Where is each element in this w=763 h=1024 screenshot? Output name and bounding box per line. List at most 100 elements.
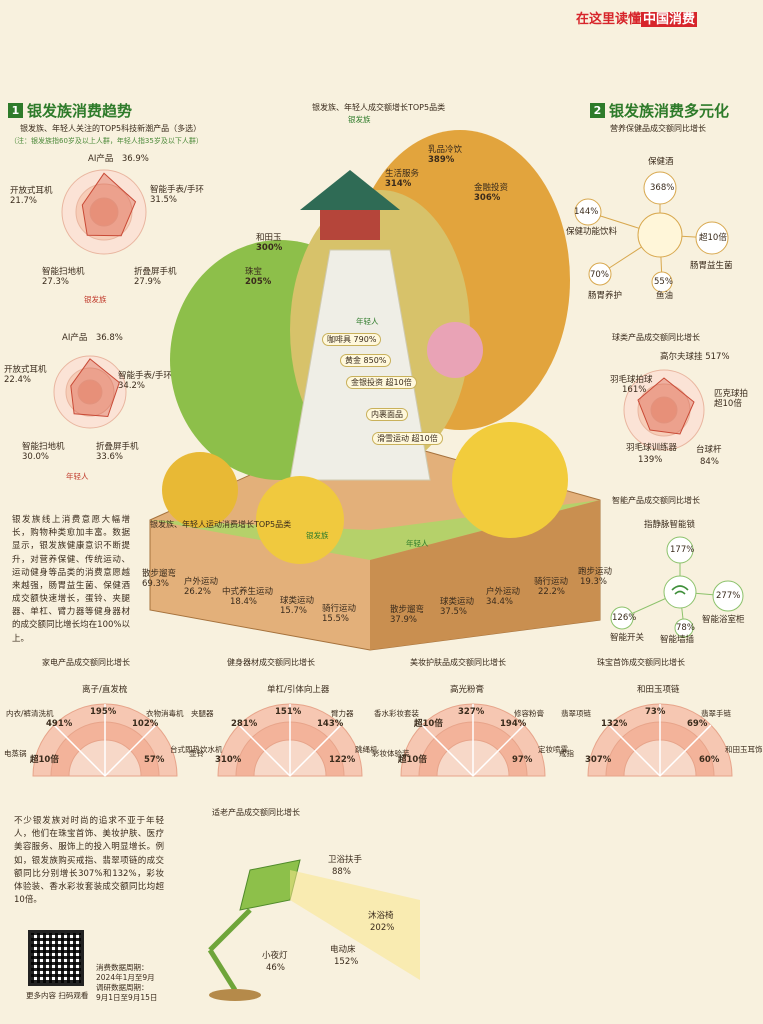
paragraph-fashion: 不少银发族对时尚的追求不亚于年轻人，他们在珠宝首饰、美妆护肤、医疗美容服务、服饰… — [14, 816, 164, 906]
semicircle-value-1-1: 151% — [275, 707, 302, 717]
youth-top5-pill-3: 内裹面品 — [366, 408, 408, 421]
radar1-label-4: 开放式耳机 21.7% — [10, 186, 53, 206]
radar1-label-3: 智能扫地机 27.3% — [42, 267, 85, 287]
chrysanthemum-mid — [256, 476, 344, 564]
sport-y-cat-1: 球类运动 — [440, 597, 475, 607]
semicircle-value-1-3: 122% — [329, 755, 356, 765]
semicircle-value-0-0: 491% — [46, 719, 73, 729]
elder-value-1: 202% — [370, 923, 395, 933]
youth-top5-cat-0: 咖啡具 — [327, 335, 351, 344]
ball-cat-0: 高尔夫球挂 — [660, 352, 703, 362]
semicircle-divider-3-1 — [608, 724, 661, 777]
brand-title: 在这里读懂中国消费 — [576, 8, 698, 27]
youth-top5-cat-3: 内裹面品 — [371, 410, 403, 419]
semicircle-divider-1-1 — [238, 724, 291, 777]
lamp-base — [209, 989, 261, 1001]
section1-note: （注：银发族指60岁及以上人群，年轻人指35岁及以下人群） — [10, 137, 203, 145]
smart-value-0: 177% — [670, 545, 695, 555]
section2-number: 2 — [590, 103, 605, 118]
silver-top5-val-2: 314% — [385, 179, 412, 189]
semicircle-center-2: 高光粉膏 — [450, 685, 485, 695]
silver-top5-cat-1: 珠宝 — [245, 267, 263, 277]
nut-label-1: 保健功能饮料 — [566, 227, 618, 237]
semicircle-value-2-3: 97% — [512, 755, 533, 765]
smart-label-1: 智能浴室柜 — [702, 615, 745, 625]
smart-node-0 — [666, 536, 694, 564]
radar2-label-1: 智能手表/手环 34.2% — [118, 371, 172, 391]
semicircle-value-1-4: 310% — [215, 755, 242, 765]
semicircle-label-1-2: 臂力器 — [331, 709, 354, 718]
semicircle-label-0-3: 台式即热饮水机 — [170, 745, 223, 754]
semicircle-label-1-0: 夹腿器 — [191, 709, 214, 718]
semicircle-label-2-3: 定妆喷雾 — [538, 745, 568, 754]
qr-code[interactable] — [28, 930, 84, 986]
smart-value-3: 78% — [676, 623, 695, 633]
silver-top5-cat-3: 乳品冷饮 — [428, 145, 463, 155]
radar1-label-2: 折叠屏手机 27.9% — [134, 267, 177, 287]
ball-ring-inner — [650, 396, 678, 424]
semicircle-value-0-1: 195% — [90, 707, 117, 717]
brand-prefix: 在这里读懂 — [576, 12, 642, 27]
youth-top5-val-1: 850% — [363, 356, 387, 365]
sport-y-cat-2: 户外运动 — [486, 587, 521, 597]
semicircle-value-3-2: 69% — [687, 719, 708, 729]
radar2-label-0: AI产品 36.8% — [62, 333, 123, 343]
period2-label: 调研数据周期： — [96, 983, 149, 992]
radar2-label-2: 折叠屏手机 33.6% — [96, 442, 139, 462]
ball-val-0: 517% — [705, 352, 730, 362]
radar-silver-polygon — [81, 172, 137, 237]
semicircle-title-0: 家电产品成交额同比增长 — [42, 658, 130, 667]
sport-y-val-2: 34.4% — [486, 597, 514, 607]
smart-node-3 — [674, 618, 694, 638]
semicircle-label-3-0: 翡翠项链 — [561, 709, 591, 718]
sport-y-val-3: 22.2% — [538, 587, 566, 597]
rock-pink — [427, 322, 483, 378]
ball-val-1: 161% — [622, 385, 647, 395]
period1-label: 消费数据周期： — [96, 963, 149, 972]
sport-y-val-1: 37.5% — [440, 607, 468, 617]
chart12-title: 适老产品成交额同比增长 — [212, 808, 300, 817]
elder-label-0: 卫浴扶手 — [328, 855, 363, 865]
chart4-legend-silver: 银发族 — [306, 531, 329, 540]
semicircle-value-2-0: 超10倍 — [414, 719, 443, 729]
semicircle-divider-2-1 — [421, 724, 474, 777]
wifi-icon — [671, 585, 689, 595]
youth-top5-pill-0: 咖啡具 790% — [322, 333, 382, 346]
radar1-legend: 银发族 — [84, 295, 107, 304]
smart-label-0: 指静脉智能锁 — [644, 520, 696, 530]
semicircle-svg-1 — [217, 703, 363, 777]
semicircle-title-3: 珠宝首饰成交额同比增长 — [597, 658, 685, 667]
smart-node-1 — [712, 580, 744, 612]
paragraph-silver-trend: 银发族线上消费意愿大幅增长，购物种类愈加丰富。数据显示，银发族健康意识不断提升，… — [12, 515, 130, 644]
sport-y-val-4: 19.3% — [580, 577, 608, 587]
chart3-legend-silver: 银发族 — [348, 115, 371, 124]
semicircle-svg-2 — [400, 703, 546, 777]
semicircle-value-2-1: 327% — [458, 707, 485, 717]
ball-cat-4: 台球杆 — [696, 445, 722, 455]
brand-highlight: 中国消费 — [641, 12, 698, 27]
nutrition-center — [637, 212, 683, 258]
chart4-title: 银发族、年轻人运动消费增长TOP5品类 — [150, 520, 292, 529]
chart4-legend-youth: 年轻人 — [406, 539, 429, 548]
sport-s-val-4: 15.5% — [322, 614, 350, 624]
semicircle-center-3: 和田玉项链 — [637, 685, 680, 695]
radar-youth-polygon — [70, 358, 120, 418]
semicircle-label-1-4: 壶铃 — [189, 749, 204, 758]
semicircle-value-3-4: 307% — [585, 755, 612, 765]
semicircle-label-3-3: 和田玉耳饰 — [725, 745, 763, 754]
nutrition-radial — [574, 171, 729, 293]
sport-s-cat-1: 户外运动 — [184, 577, 219, 587]
nut-value-4: 55% — [654, 277, 673, 287]
ball-radar — [623, 369, 705, 451]
sport-s-cat-0: 散步遛弯 — [142, 569, 177, 579]
period1-value: 2024年1月至9月 — [96, 973, 155, 982]
nutrition-node-3 — [588, 262, 612, 286]
semicircle-svg-3 — [587, 703, 733, 777]
silver-top5-val-4: 306% — [474, 193, 501, 203]
youth-top5-pill-4: 滑雪运动 超10倍 — [372, 432, 443, 445]
semicircle-value-0-3: 57% — [144, 755, 165, 765]
nut-value-2: 超10倍 — [699, 233, 727, 243]
